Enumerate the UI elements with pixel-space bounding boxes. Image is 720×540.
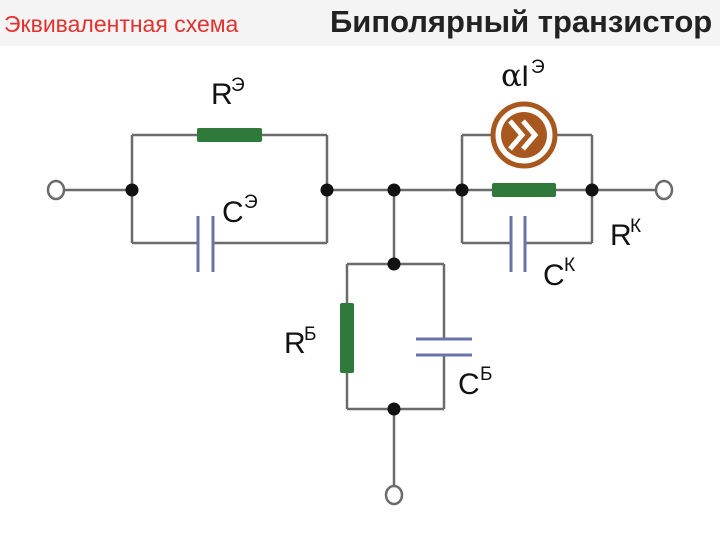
slide-title: Биполярный транзистор [330,4,713,39]
terminal-emitter [46,179,66,201]
capacitor-cb [416,337,472,357]
svg-text:Э: Э [531,57,545,78]
label-re: R Э [211,75,245,111]
svg-text:α: α [501,58,522,94]
svg-text:R: R [211,78,233,111]
wires [64,133,662,487]
capacitor-ce [196,216,215,272]
svg-text:R: R [284,327,306,360]
svg-text:R: R [610,219,632,252]
svg-text:Б: Б [304,324,316,345]
junction-nodes [125,183,599,416]
resistor-rk [492,183,556,197]
slide-subtitle: Эквивалентная схема [4,11,239,37]
label-rb: R Б [284,324,316,360]
terminals [46,179,674,506]
svg-text:Б: Б [480,364,492,385]
label-rk: R К [610,216,641,252]
label-cb: C Б [458,364,492,401]
svg-text:Э: Э [231,75,245,96]
capacitor-ck [509,216,527,272]
label-alpha-ie: α I Э [501,57,545,94]
svg-text:К: К [564,255,575,276]
header-bar: Эквивалентная схема Биполярный транзисто… [0,0,720,46]
label-ce: C Э [222,192,258,229]
svg-text:C: C [458,368,480,401]
svg-text:I: I [521,60,529,93]
svg-text:Э: Э [244,192,258,213]
terminal-collector [654,179,674,201]
resistor-re [197,128,262,142]
terminal-base [384,484,404,506]
svg-text:C: C [222,196,244,229]
resistor-rb [340,303,354,373]
double-chevron-right-icon [508,119,539,151]
current-source [490,101,558,169]
svg-text:К: К [630,216,641,237]
label-ck: C К [543,255,575,292]
svg-text:C: C [543,259,565,292]
